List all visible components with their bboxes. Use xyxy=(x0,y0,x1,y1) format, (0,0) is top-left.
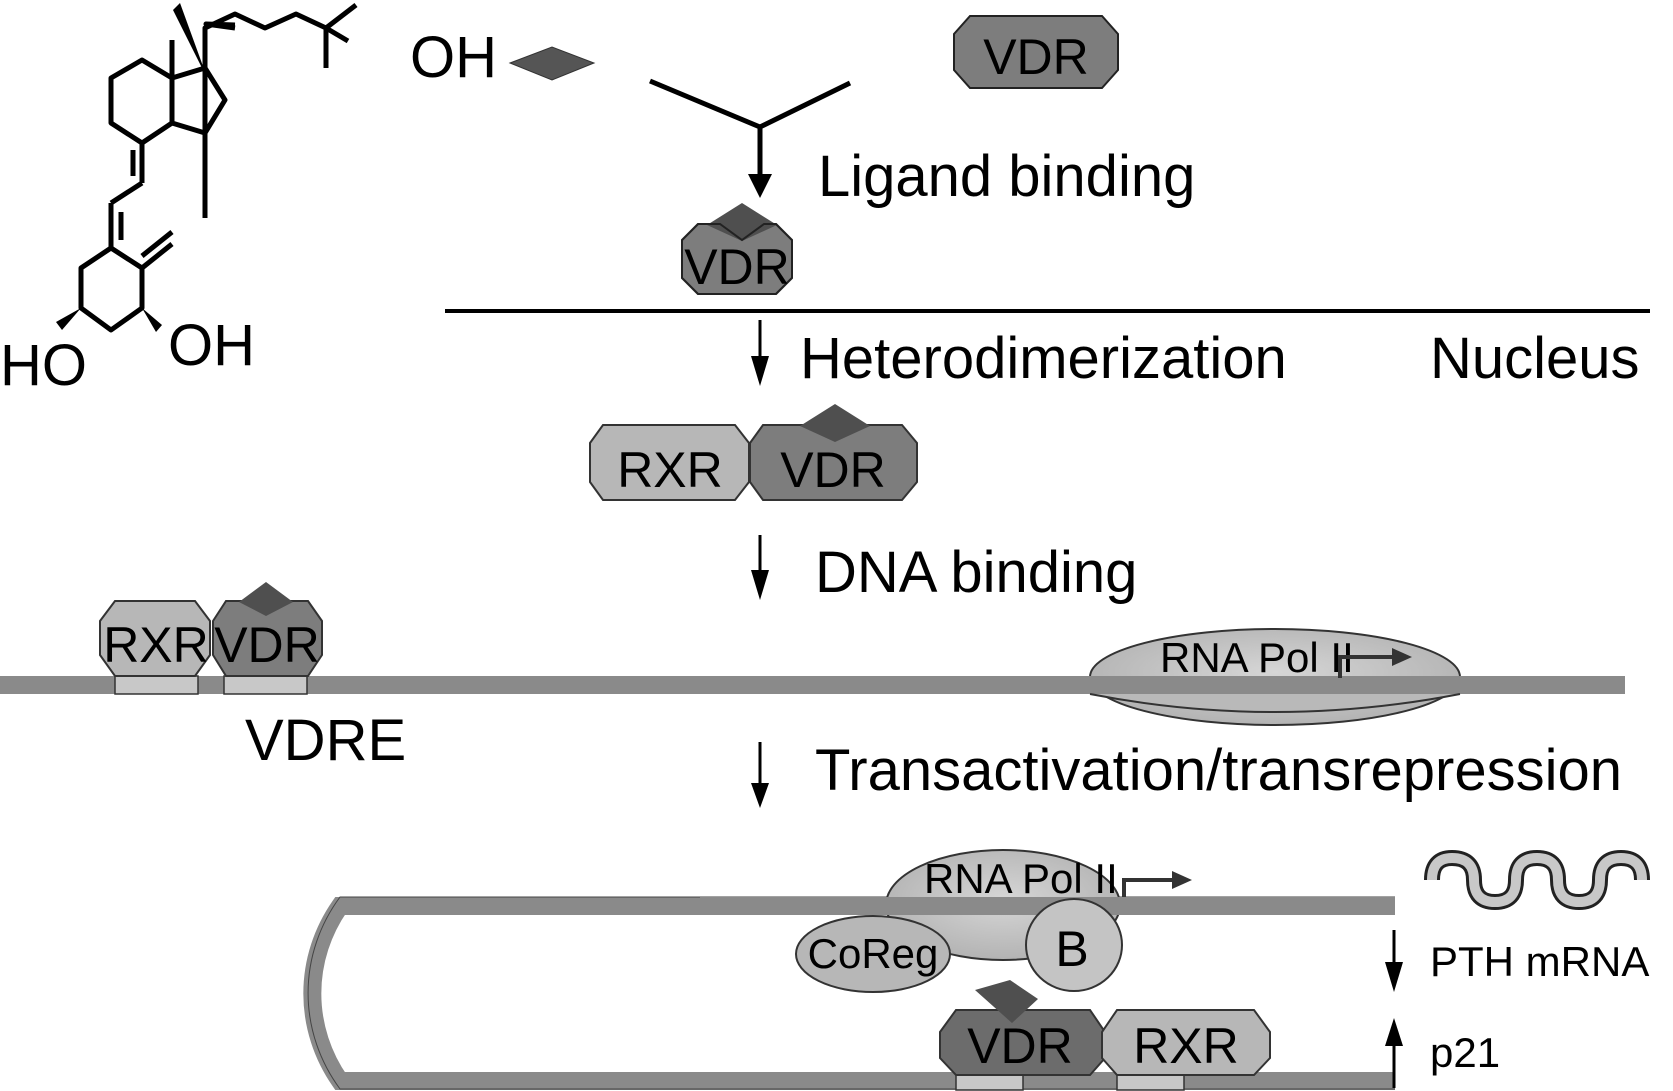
down-arrow-icon xyxy=(1385,962,1403,992)
vdr-label: VDR xyxy=(780,442,886,498)
outcome-label-pth: PTH mRNA xyxy=(1430,938,1649,985)
heterodimerization-arrow-icon xyxy=(751,356,769,386)
step-label-transactivation: Transactivation/transrepression xyxy=(815,738,1622,803)
step-label-dna-binding: DNA binding xyxy=(815,540,1137,605)
vdr-label: VDR xyxy=(967,1018,1073,1074)
transcription-start-arrow-icon xyxy=(1338,655,1395,678)
transcription-start-arrow-icon xyxy=(1122,878,1175,897)
merge-lines xyxy=(649,78,852,180)
calcitriol-structure xyxy=(56,3,358,333)
vdr-liganded: VDR xyxy=(681,203,793,295)
outcome-label-p21: p21 xyxy=(1430,1029,1500,1076)
vdre-label: VDRE xyxy=(245,708,406,773)
rxr-vdr-dimer: RXR VDR xyxy=(589,404,918,501)
rna-pol-label: RNA Pol II xyxy=(1160,634,1354,681)
transactivation-arrow-icon xyxy=(751,783,769,808)
vdr-free: VDR xyxy=(953,15,1119,89)
step-label-ligand-binding: Ligand binding xyxy=(818,144,1195,209)
loop-bound-vdr: VDR xyxy=(939,980,1106,1076)
vdr-liganded-label: VDR xyxy=(684,239,790,295)
oh-side-chain-label: OH xyxy=(410,25,497,90)
oh-ring-label: OH xyxy=(168,313,255,378)
up-arrow-icon xyxy=(1385,1018,1403,1046)
vdre-half-site-2 xyxy=(223,675,308,695)
coregulator: CoReg xyxy=(795,915,951,993)
nucleus-label: Nucleus xyxy=(1430,326,1640,391)
dna-bound-rxr: RXR xyxy=(99,600,211,677)
rxr-label: RXR xyxy=(617,442,723,498)
tfiib: B xyxy=(1025,898,1123,992)
ligand-binding-arrow-icon xyxy=(748,174,772,198)
vdr-free-label: VDR xyxy=(983,29,1089,85)
rna-pol-ii-1: RNA Pol II xyxy=(1050,628,1625,726)
ligand-diamond xyxy=(508,46,596,81)
loop-bound-rxr: RXR xyxy=(1101,1009,1271,1076)
dna-binding-arrow-icon xyxy=(751,570,769,600)
vdr-label: VDR xyxy=(214,617,320,673)
vdre-half-site-1 xyxy=(114,675,199,695)
dna-bound-vdr: VDR xyxy=(212,582,323,677)
rxr-label: RXR xyxy=(1133,1018,1239,1074)
rxr-label: RXR xyxy=(103,617,209,673)
ho-ring-label: HO xyxy=(0,333,87,398)
rna-pol-label: RNA Pol II xyxy=(924,855,1118,902)
dna-loop xyxy=(303,897,1395,1090)
coreg-label: CoReg xyxy=(808,930,939,977)
b-label: B xyxy=(1055,921,1088,977)
step-label-heterodimerization: Heterodimerization xyxy=(800,326,1287,391)
